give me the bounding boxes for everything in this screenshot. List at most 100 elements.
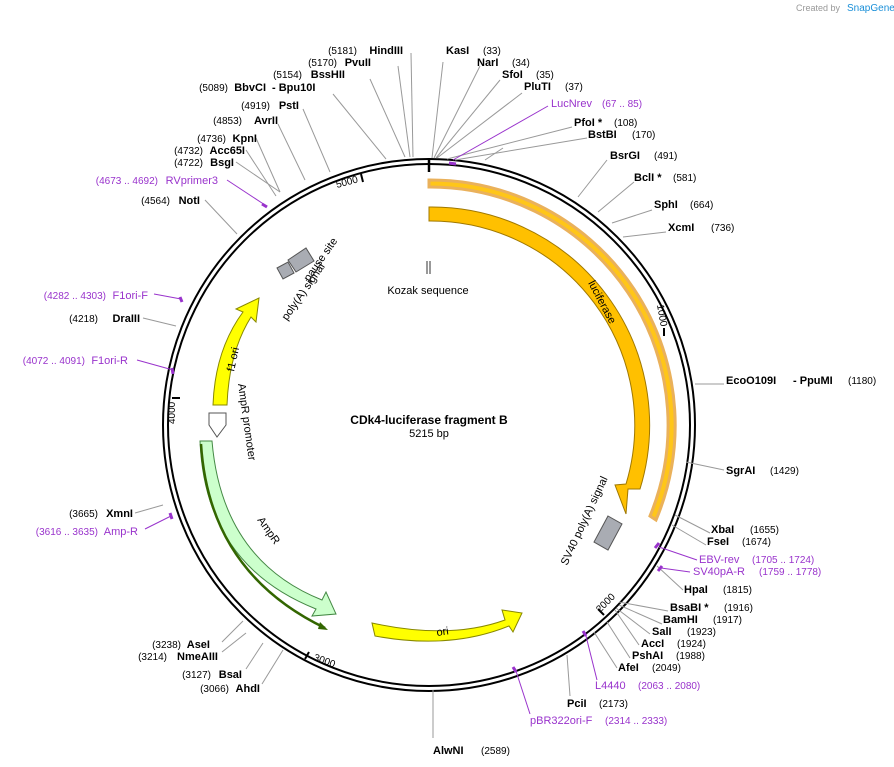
enzyme-pshai-pos: (1988) [676,651,705,662]
enzyme-avrii-name[interactable]: AvrII [254,115,278,127]
enzyme-nari-pos: (34) [512,58,530,69]
luciferase-label: luciferase [585,279,618,326]
tick-label-2000: 2000 [594,591,618,615]
f1-ori-feature-arrow[interactable] [212,297,260,406]
enzyme-bstbi-pos: (170) [632,130,655,141]
enzyme-sali-name[interactable]: SalI [652,626,672,638]
enzyme-sgrai-pos: (1429) [770,466,799,477]
enzyme-bsrgi-pos: (491) [654,151,677,162]
enzyme-afei-name[interactable]: AfeI [618,662,639,674]
enzyme-acci-pos: (1924) [677,639,706,650]
enzyme-acc65i-pos: (4732) [174,146,203,157]
plasmid-length: 5215 bp [409,428,449,440]
enzyme-asei-pos: (3238) [152,640,181,651]
enzyme-nmeaiii-pos: (3214) [138,652,167,663]
ampr-strand-arrowhead [318,622,328,630]
enzyme-fsei-pos: (1674) [742,537,771,548]
primer-l4440-name[interactable]: L4440 [595,680,626,692]
enzyme-pfoi-name[interactable]: PfoI * [574,117,603,129]
enzyme-pvuii-name[interactable]: PvuII [345,57,371,69]
enzyme-kasi-name[interactable]: KasI [446,45,469,57]
enzyme-alwni-pos: (2589) [481,746,510,757]
primer-f1ori-r-name[interactable]: F1ori-R [91,355,128,367]
created-by-text: Created by [796,3,841,13]
luciferase-feature-arrow[interactable] [428,206,651,515]
enzyme-bsshii-name[interactable]: BssHII [311,69,345,81]
enzyme-avrii-pos: (4853) [213,116,242,127]
primer-rvprimer3-name[interactable]: RVprimer3 [166,175,218,187]
enzyme-pluti-name[interactable]: PluTI [524,81,551,93]
ampr-promoter-label: AmpR promoter [235,383,258,462]
enzyme-bsgi-name[interactable]: BsgI [210,157,234,169]
enzyme-bbvci-pos: (5089) [199,83,228,94]
enzyme-ahdi-name[interactable]: AhdI [236,683,260,695]
primer-lucnrev-name[interactable]: LucNrev [551,98,592,110]
enzyme-bamhi-name[interactable]: BamHI [663,614,698,626]
enzyme-draiii-name[interactable]: DraIII [112,313,140,325]
tick-mark-5000 [360,173,364,183]
primer-sv40pa-r-name[interactable]: SV40pA-R [693,566,745,578]
primer-leader-lines [136,105,698,715]
primer-f1ori-f-name[interactable]: F1ori-F [113,290,149,302]
sv40-polya-feature[interactable] [593,515,623,551]
primer-rvprimer3-pos: (4673 .. 4692) [96,176,158,187]
enzyme-bpu10i-name[interactable]: - Bpu10I [272,82,315,94]
enzyme-leader-lines [134,52,725,738]
enzyme-alwni-name[interactable]: AlwNI [433,745,464,757]
polya-signal-feature[interactable] [276,261,295,280]
tick-mark-3000 [304,651,310,660]
primer-ebv-rev-name[interactable]: EBV-rev [699,554,740,566]
enzyme-bsabi-name[interactable]: BsaBI * [670,602,709,614]
primer-amp-r-name[interactable]: Amp-R [104,526,138,538]
enzyme-fsei-name[interactable]: FseI [707,536,729,548]
enzyme-bsrgi-name[interactable]: BsrGI [610,150,640,162]
enzyme-xmni-name[interactable]: XmnI [106,508,133,520]
enzyme-ecoo109i-name[interactable]: EcoO109I [726,375,776,387]
enzyme-bstbi-name[interactable]: BstBI [588,129,617,141]
enzyme-bbvci-name[interactable]: BbvCI [234,82,266,94]
enzyme-kasi-pos: (33) [483,46,501,57]
primer-ebv-rev-pos: (1705 .. 1724) [752,555,814,566]
ampr-promoter-feature[interactable] [208,412,227,438]
enzyme-ahdi-pos: (3066) [200,684,229,695]
enzyme-bsai-pos: (3127) [182,670,211,681]
enzyme-xbai-pos: (1655) [750,525,779,536]
enzyme-sali-pos: (1923) [687,627,716,638]
primer-f1ori-r-pos: (4072 .. 4091) [23,356,85,367]
enzyme-psti-name[interactable]: PstI [279,100,299,112]
enzyme-bsai-name[interactable]: BsaI [219,669,242,681]
enzyme-nmeaiii-name[interactable]: NmeAIII [177,651,218,663]
enzyme-xcmi-name[interactable]: XcmI [668,222,694,234]
ampr-strand-line [199,443,326,630]
enzyme-hindiii-name[interactable]: HindIII [369,45,403,57]
enzyme-acci-name[interactable]: AccI [641,638,664,650]
primer-lucnrev-pos: (67 .. 85) [602,99,642,110]
pause-site-feature[interactable] [287,247,315,273]
enzyme-hpai-name[interactable]: HpaI [684,584,708,596]
enzyme-sphi-name[interactable]: SphI [654,199,678,211]
enzyme-nari-name[interactable]: NarI [477,57,498,69]
enzyme-kpni-name[interactable]: KpnI [233,133,257,145]
enzyme-afei-pos: (2049) [652,663,681,674]
enzyme-sgrai-name[interactable]: SgrAI [726,465,755,477]
tick-label-3000: 3000 [312,652,337,670]
luciferase-highlight-strip[interactable] [427,178,677,523]
enzyme-sfoi-name[interactable]: SfoI [502,69,523,81]
enzyme-acc65i-name[interactable]: Acc65I [210,145,245,157]
enzyme-bcli-name[interactable]: BclI * [634,172,662,184]
primer-pbr322ori-f-name[interactable]: pBR322ori-F [530,715,593,727]
enzyme-pshai-name[interactable]: PshAI [632,650,663,662]
sv40-polya-label: SV40 poly(A) signal [559,475,611,568]
enzyme-sfoi-pos: (35) [536,70,554,81]
ori-feature-arrow[interactable] [371,609,523,642]
enzyme-pcii-name[interactable]: PciI [567,698,587,710]
kozak-label: Kozak sequence [387,285,468,297]
snapgene-logo: SnapGene [847,3,894,14]
enzyme-noti-name[interactable]: NotI [179,195,200,207]
enzyme-pluti-pos: (37) [565,82,583,93]
primer-l4440-pos: (2063 .. 2080) [638,681,700,692]
enzyme-asei-name[interactable]: AseI [187,639,210,651]
enzyme-ppumi-name[interactable]: - PpuMI [793,375,833,387]
enzyme-xbai-name[interactable]: XbaI [711,524,734,536]
primer-pbr322ori-f-pos: (2314 .. 2333) [605,716,667,727]
